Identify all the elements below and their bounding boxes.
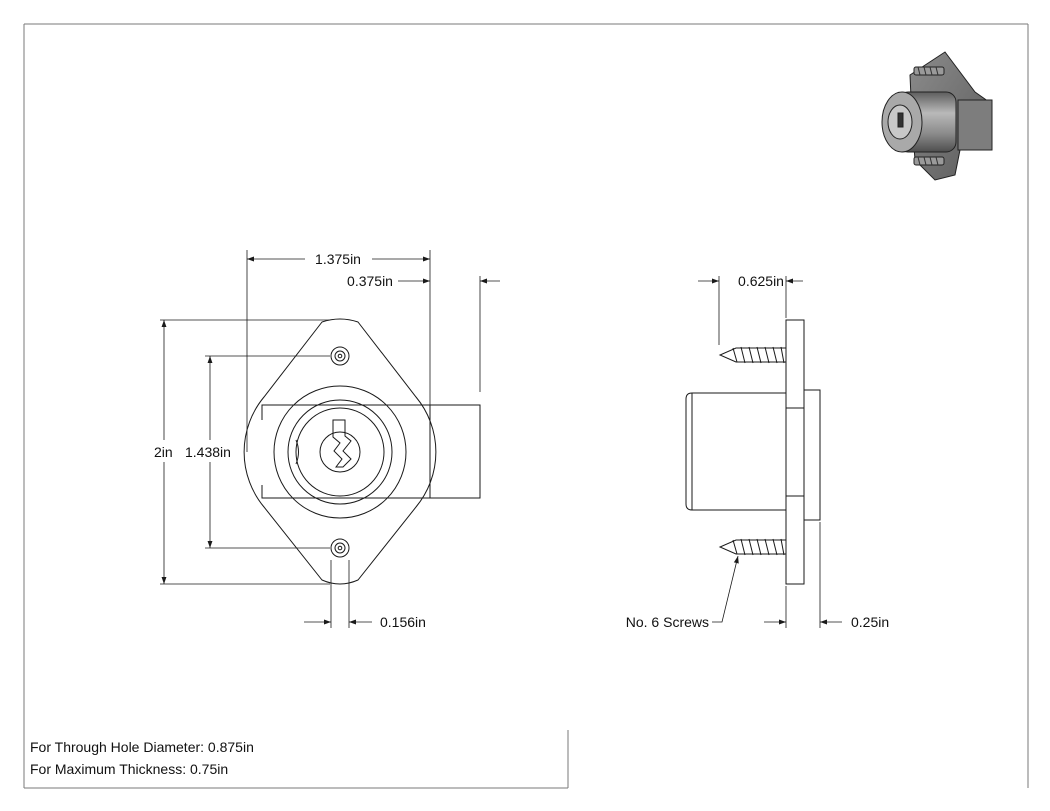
plug (319, 431, 361, 473)
cylinder-ring (287, 399, 393, 505)
cylinder-face (295, 407, 385, 497)
latch-bar (261, 404, 481, 499)
screws-leader (712, 555, 739, 623)
flange-outline (243, 318, 437, 585)
bolt-bracket (804, 389, 821, 521)
dim-cylinder-projection: 0.625in (738, 273, 784, 289)
dim-height-overall: 2in (154, 444, 173, 460)
note-through-hole: For Through Hole Diameter: 0.875in (30, 739, 254, 755)
dim-width-overall: 1.375in (315, 251, 361, 267)
screw-head-top (330, 346, 350, 366)
side-dimension-labels: 0.625in 0.25in No. 6 Screws (626, 273, 889, 630)
keyway (332, 419, 352, 468)
flange-plate (785, 319, 805, 585)
dim-screw-spacing: 1.438in (185, 444, 231, 460)
screw-bottom (718, 538, 787, 556)
screw-top (718, 346, 787, 364)
front-dimension-labels: 1.375in 0.375in 2in 1.438in 0.156in (154, 251, 426, 630)
dim-offset: 0.375in (347, 273, 393, 289)
note-max-thickness: For Maximum Thickness: 0.75in (30, 761, 229, 777)
front-view (243, 318, 481, 585)
front-dimensions (160, 250, 500, 628)
dim-screw-hole: 0.156in (380, 614, 426, 630)
outer-ring (273, 385, 407, 519)
cylinder-body (685, 392, 787, 511)
callout-screws: No. 6 Screws (626, 614, 709, 630)
side-dimensions (698, 276, 842, 628)
isometric-view (881, 51, 993, 181)
dim-flange-thickness: 0.25in (851, 614, 889, 630)
sheet-frame (23, 23, 1029, 789)
screw-head-bottom (330, 538, 350, 558)
side-view (685, 319, 821, 585)
